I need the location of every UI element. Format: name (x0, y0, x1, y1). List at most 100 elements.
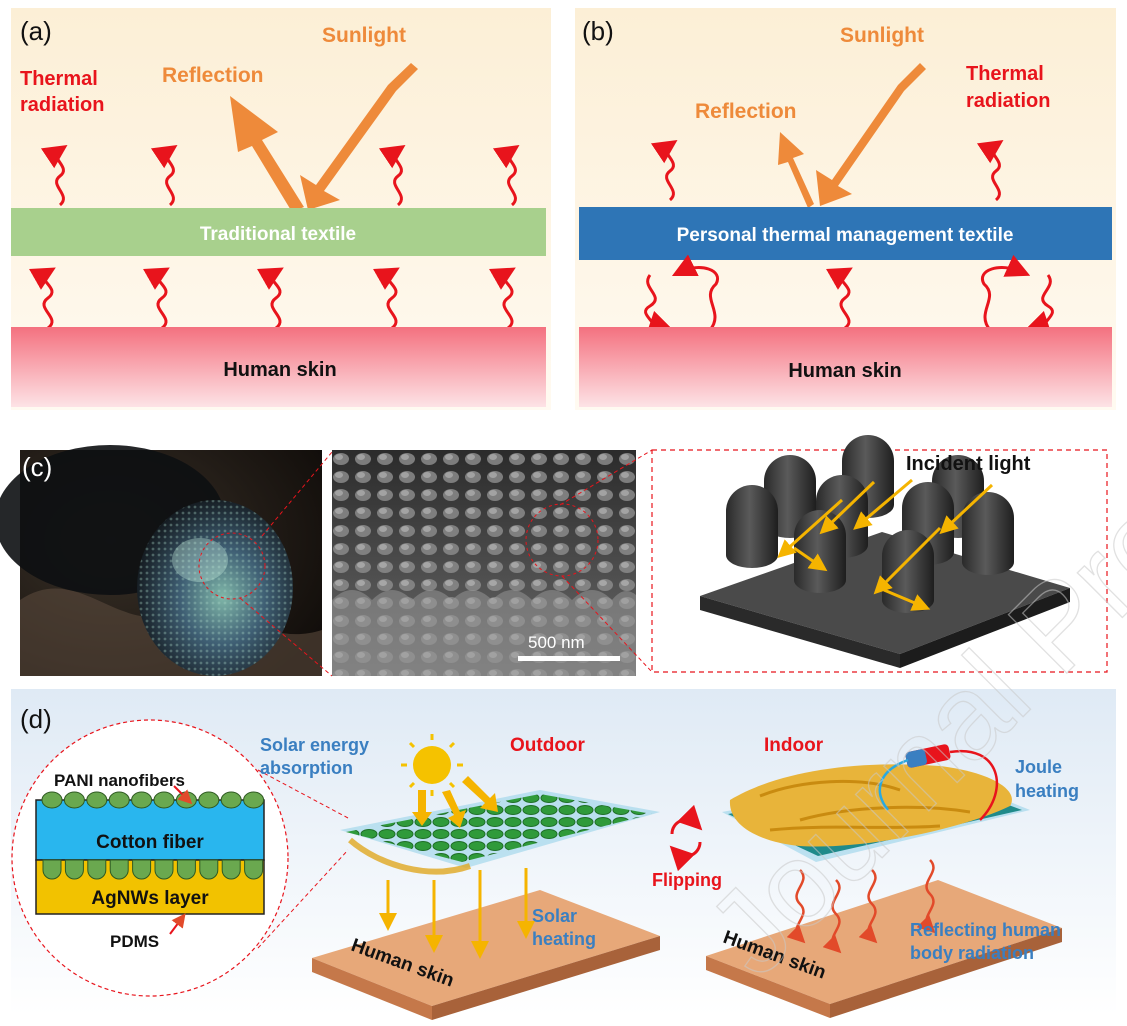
pani-label: PANI nanofibers (54, 771, 185, 790)
wave-up-1 (40, 144, 68, 207)
agnws-bump (154, 859, 174, 880)
pani-bump (153, 791, 175, 809)
nanopillar (794, 510, 846, 593)
moth-eye-photo: (c) (0, 445, 322, 676)
thermal-waves-below (29, 267, 516, 330)
flipping-label: Flipping (652, 870, 722, 890)
agnws-bump (199, 859, 219, 880)
reflecting-radiation-label-line2: body radiation (910, 943, 1034, 963)
wave-b-down-2 (1026, 274, 1054, 337)
agnws-bump (87, 859, 107, 880)
reflecting-radiation-label-line1: Reflecting human (910, 920, 1061, 940)
human-skin-label-b: Human skin (788, 360, 901, 382)
wave-b-reflect-1 (671, 254, 720, 331)
wave-low-2 (143, 267, 170, 330)
body-radiation-waves (786, 859, 936, 954)
panel-c-label: (c) (22, 452, 52, 482)
wave-low-1 (29, 267, 56, 330)
pdms-label: PDMS (110, 932, 159, 951)
sun-rays-to-textile (412, 776, 498, 828)
thermal-radiation-label-line2: radiation (20, 94, 104, 116)
pani-bump (220, 791, 242, 809)
sem-image: 500 nm (332, 450, 636, 676)
panel-d-label: (d) (20, 704, 52, 734)
eye-zoom-circle (198, 532, 266, 600)
ptm-textile-layer (579, 207, 1112, 260)
thermal-waves-below-b (644, 254, 1054, 337)
agnws-layer-label: AgNWs layer (91, 888, 209, 909)
sun-icon (401, 734, 463, 796)
flipping-icon (669, 804, 703, 872)
cotton-fiber-label: Cotton fiber (96, 832, 204, 853)
sunlight-label-b: Sunlight (840, 24, 924, 47)
pani-bump (243, 791, 265, 809)
wave-b-up-2 (976, 139, 1004, 202)
nanopillar (962, 492, 1014, 575)
outdoor-textile (340, 790, 660, 875)
wave-up-3 (378, 144, 406, 207)
panel-a-label: (a) (20, 16, 52, 46)
pani-bump (108, 791, 130, 809)
reflection-label-b: Reflection (695, 100, 797, 123)
reflection-arrow-b (778, 132, 814, 208)
substrate-side-right (900, 588, 1070, 668)
cotton-fiber-layer (35, 799, 265, 861)
battery-icon (878, 744, 998, 821)
solar-heating-label-line2: heating (532, 929, 596, 949)
thermal-waves-above-b (650, 139, 1004, 202)
agnws-bump (42, 859, 62, 880)
reflection-arrow (230, 96, 304, 212)
solar-energy-label-line1: Solar energy (260, 735, 369, 755)
agnws-bump (64, 859, 84, 880)
zoom-line-3 (559, 449, 653, 506)
scale-bar-label: 500 nm (528, 633, 585, 652)
panel-b: (b) Sunlight Reflection Thermal radiatio… (575, 8, 1116, 410)
incident-light-rays (777, 478, 994, 611)
panel-d: (d) PANI nanofibers Cotton fiber AgNWs l… (11, 689, 1116, 1020)
joule-heating-label-line2: heating (1015, 781, 1079, 801)
zoom-line-4 (561, 575, 653, 673)
solar-energy-label-line2: absorption (260, 758, 353, 778)
wave-b-reflect-2 (980, 254, 1031, 331)
agnws-bump (109, 859, 129, 880)
traditional-textile-label: Traditional textile (200, 224, 356, 245)
human-skin-layer-b (579, 327, 1112, 407)
solar-heating-label-line1: Solar (532, 906, 577, 926)
nanopillar (882, 530, 934, 613)
traditional-textile-layer (11, 208, 546, 256)
wave-low-3 (257, 267, 284, 330)
panel-a: (a) Thermal radiation Reflection Sunligh… (11, 8, 551, 410)
wave-up-2 (150, 144, 178, 207)
nanopillar (726, 485, 778, 568)
wave-b-up-1 (650, 139, 678, 202)
pani-bump (86, 791, 108, 809)
agnws-bump (221, 859, 241, 880)
agnws-bump (176, 859, 196, 880)
agnws-bump (244, 859, 264, 880)
ptm-textile-label: Personal thermal management textile (677, 225, 1014, 246)
pani-bump (175, 791, 197, 809)
pani-bump (41, 791, 63, 809)
inset-zoom-line-2 (257, 849, 349, 949)
wave-low-4 (373, 267, 400, 330)
inset-zoom-line-1 (257, 769, 349, 819)
indoor-textile (722, 764, 1030, 862)
zoom-line-1 (261, 451, 333, 537)
zoom-line-2 (239, 597, 333, 677)
solar-heating-arrows (379, 868, 535, 959)
agnws-bumps (42, 859, 264, 880)
pani-bump (198, 791, 220, 809)
wave-b-down-1 (644, 274, 672, 337)
incident-light-label: Incident light (906, 453, 1031, 475)
panel-c: (c) 500 nm (0, 435, 1108, 677)
thermal-radiation-label-line1: Thermal (20, 68, 98, 90)
thermal-waves-above (40, 144, 520, 207)
human-skin-label-a: Human skin (223, 359, 336, 381)
agnws-bump (132, 859, 152, 880)
outdoor-label: Outdoor (510, 735, 586, 756)
scale-bar (518, 656, 620, 661)
substrate-side-left (700, 596, 900, 668)
thermal-radiation-label-b-line1: Thermal (966, 63, 1044, 85)
pani-bump (131, 791, 153, 809)
